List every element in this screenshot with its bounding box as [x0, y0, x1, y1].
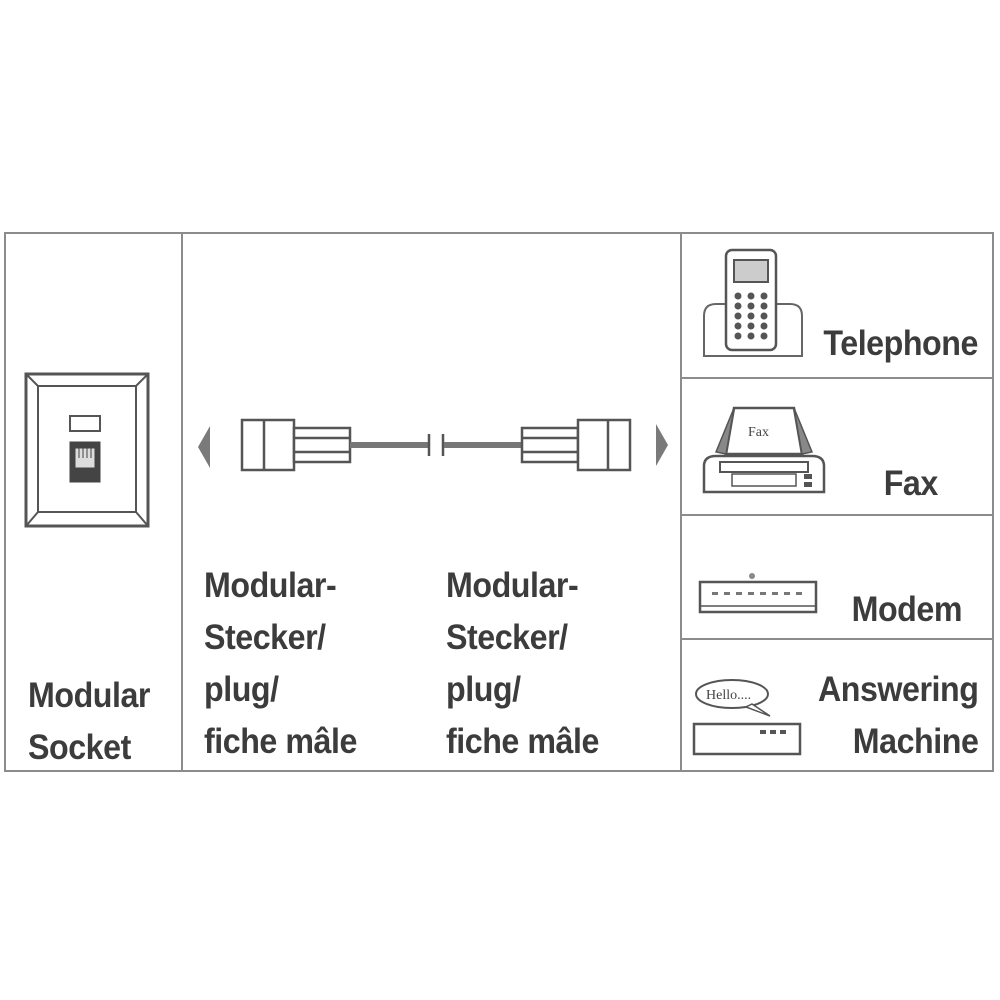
telephone-icon — [703, 248, 803, 357]
left-plug-label: Modular- Stecker/ plug/ fiche mâle — [204, 566, 357, 761]
divider-socket-cable — [181, 232, 183, 772]
answering-machine-icon: Hello.... — [692, 679, 802, 756]
divider-telephone-fax — [682, 377, 994, 379]
socket-label: Modular Socket — [28, 676, 151, 767]
fax-paper-text: Fax — [748, 425, 769, 440]
diagram-frame — [4, 232, 994, 772]
device-label-telephone: Telephone — [823, 324, 979, 363]
speech-bubble-text: Hello.... — [706, 688, 751, 703]
modular-socket-icon — [24, 372, 150, 528]
left-arrow-icon — [198, 426, 210, 468]
divider-fax-modem — [682, 514, 994, 516]
device-label-answering-machine: Answering Machine — [817, 670, 979, 761]
divider-cable-devices — [680, 232, 682, 772]
device-label-fax: Fax — [883, 464, 939, 503]
divider-modem-answering — [682, 638, 994, 640]
right-plug-label: Modular- Stecker/ plug/ fiche mâle — [446, 566, 599, 761]
modular-cable-icon — [240, 418, 632, 472]
device-label-modem: Modem — [851, 590, 963, 629]
right-plug-icon — [520, 418, 632, 472]
modem-icon — [698, 573, 818, 614]
left-plug-icon — [240, 418, 352, 472]
fax-machine-icon: Fax — [702, 406, 826, 494]
right-arrow-icon — [656, 424, 668, 466]
